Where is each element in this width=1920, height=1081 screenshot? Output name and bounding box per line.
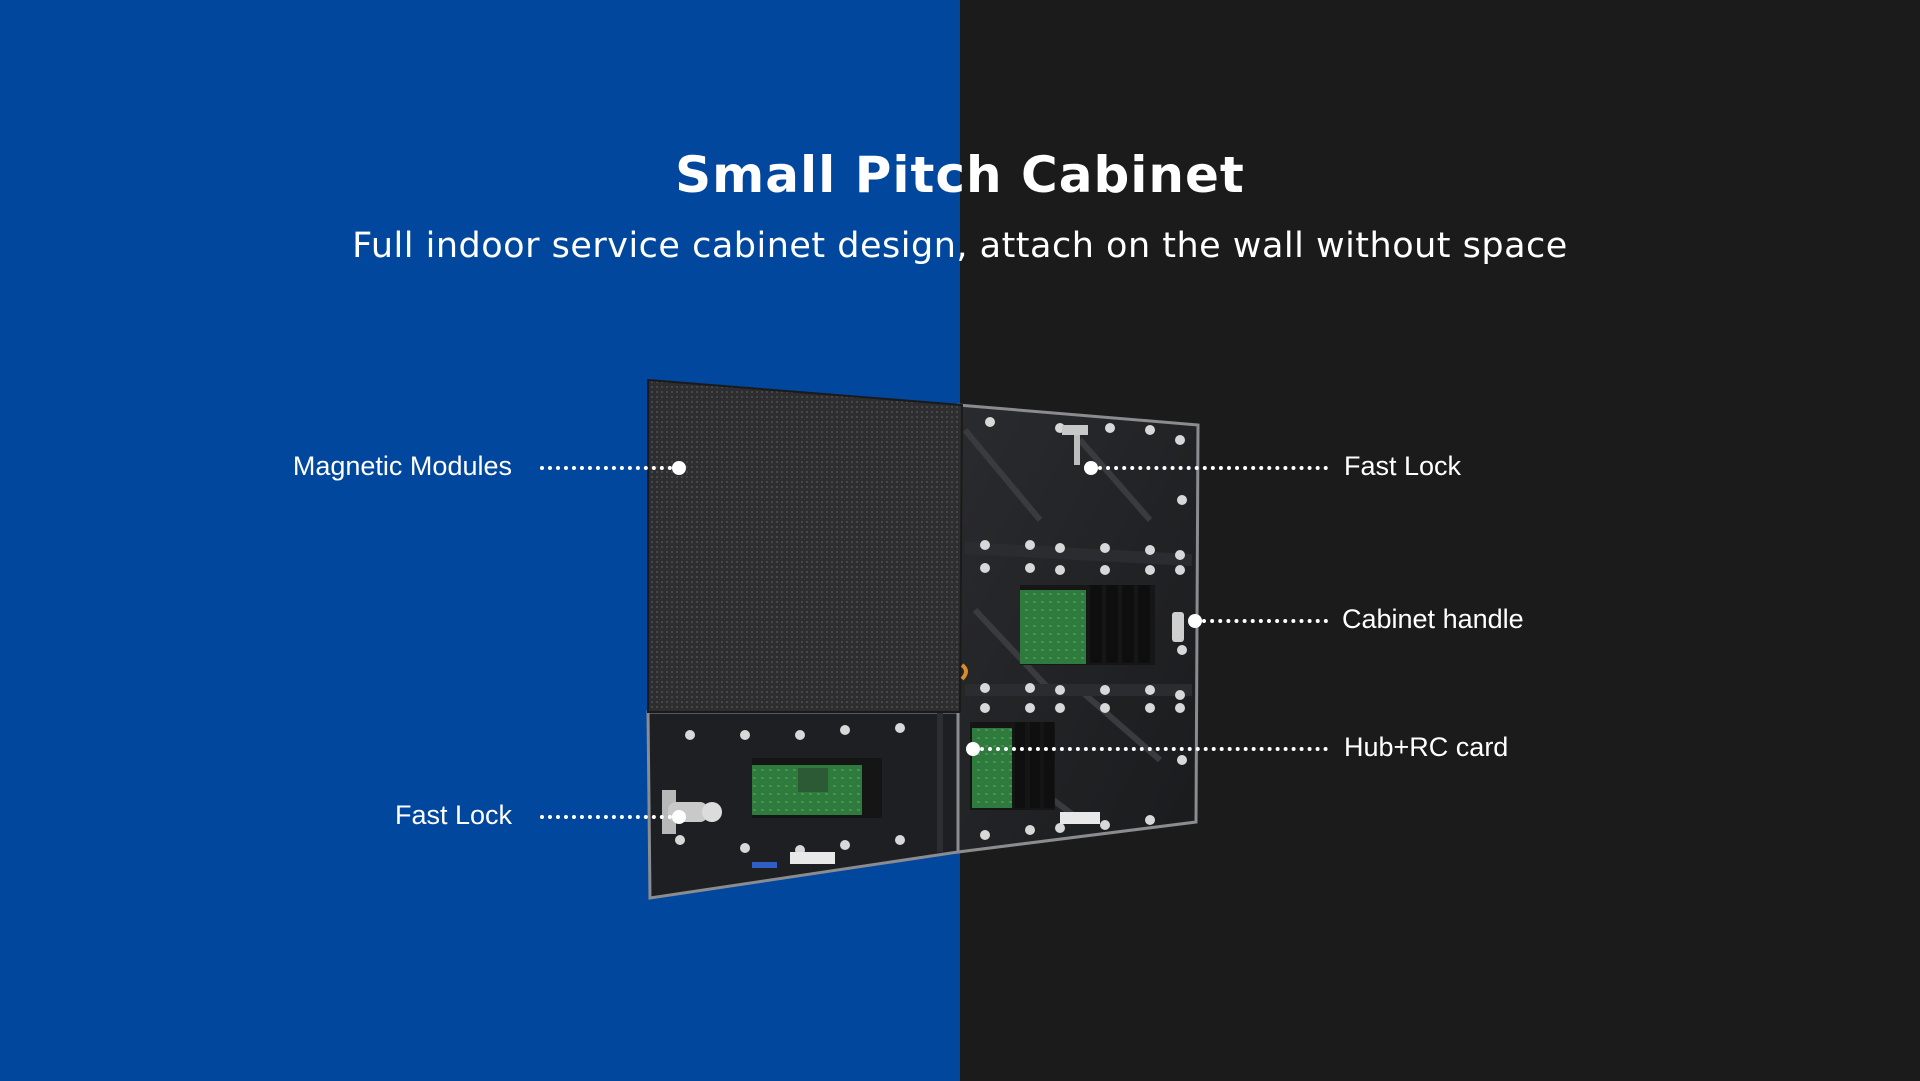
page-title: Small Pitch Cabinet (675, 146, 1245, 204)
callout-hub-rc-card-label: Hub+RC card (1344, 732, 1509, 762)
callout-hub-rc-card-dot (966, 742, 980, 756)
page-subtitle: Full indoor service cabinet design, atta… (352, 226, 1568, 266)
callout-cabinet-handle-dot (1188, 614, 1202, 628)
callout-hub-rc-card-leader (980, 747, 1328, 751)
magnetic-module-panel (647, 378, 964, 713)
callout-magnetic-modules-leader (540, 466, 672, 470)
callout-fast-lock-right-label: Fast Lock (1344, 451, 1462, 481)
cabinet-lower-left (646, 710, 960, 900)
callout-cabinet-handle-label: Cabinet handle (1342, 604, 1524, 634)
callout-fast-lock-left-leader (540, 815, 672, 819)
callout-fast-lock-right-leader (1098, 466, 1328, 470)
callout-fast-lock-right-dot (1084, 461, 1098, 475)
callout-magnetic-modules-dot (672, 461, 686, 475)
callout-fast-lock-left-dot (672, 810, 686, 824)
callout-cabinet-handle-leader (1202, 619, 1328, 623)
callout-fast-lock-left-label: Fast Lock (394, 800, 512, 830)
cabinet-frame (956, 403, 1200, 854)
callout-magnetic-modules-label: Magnetic Modules (292, 451, 512, 481)
